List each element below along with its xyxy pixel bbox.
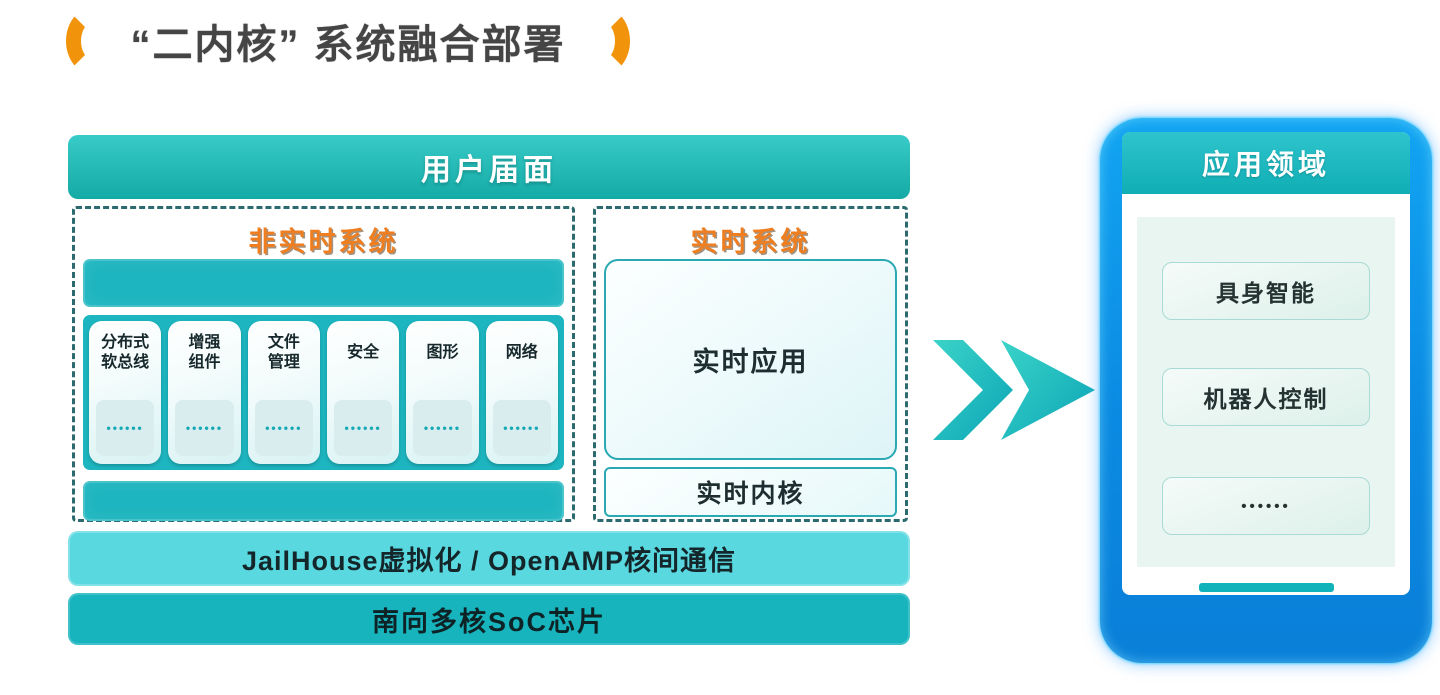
card-label: 增强组件: [188, 334, 221, 371]
title-bracket-left-icon: [66, 8, 118, 74]
application-domain-phone: 应用领域 具身智能 机器人控制 ••••••: [1100, 118, 1432, 663]
phone-screen: 应用领域 具身智能 机器人控制 ••••••: [1122, 132, 1410, 595]
component-card-enhanced: 增强组件 ••••••: [168, 321, 241, 464]
component-card-softbus: 分布式软总线 ••••••: [89, 321, 162, 464]
non-realtime-system-box: 非实时系统 分布式软总线 •••••• 增强组件 •••••• 文件管理 •••…: [72, 206, 575, 522]
ellipsis-dots: ••••••: [106, 421, 144, 435]
non-realtime-title: 非实时系统: [248, 227, 399, 257]
card-ellipsis-box: ••••••: [492, 400, 551, 456]
component-card-panel: 分布式软总线 •••••• 增强组件 •••••• 文件管理 •••••• 安全…: [83, 315, 564, 470]
card-ellipsis-box: ••••••: [333, 400, 393, 456]
phone-home-bar: [1199, 583, 1334, 592]
realtime-kernel-box: 实时内核: [604, 467, 897, 517]
user-layer-header: 用户届面: [68, 135, 910, 199]
soc-chip-bar: 南向多核SoC芯片: [68, 593, 910, 645]
card-label: 图形: [426, 344, 459, 362]
realtime-system-box: 实时系统 实时应用 实时内核: [593, 206, 908, 522]
application-domain-header: 应用领域: [1122, 132, 1410, 194]
card-ellipsis-box: ••••••: [175, 400, 234, 456]
card-ellipsis-box: ••••••: [96, 400, 155, 456]
title-bracket-right-icon: [578, 8, 630, 74]
component-card-filemgmt: 文件管理 ••••••: [247, 321, 320, 464]
ellipsis-dots: ••••••: [423, 421, 462, 435]
component-card-graphics: 图形 ••••••: [406, 321, 479, 464]
card-label: 安全: [347, 344, 380, 362]
page-title: “二内核” 系统融合部署: [130, 23, 566, 67]
double-chevron-right-icon: [933, 340, 1095, 440]
ellipsis-dots: ••••••: [344, 421, 382, 435]
card-ellipsis-box: ••••••: [254, 400, 313, 456]
non-realtime-bottom-bar: [83, 481, 564, 521]
realtime-app-box: 实时应用: [604, 259, 897, 460]
ellipsis-dots: ••••••: [265, 421, 303, 435]
component-card-security: 安全 ••••••: [326, 321, 400, 464]
app-item-robot-control: 机器人控制: [1162, 368, 1370, 426]
card-ellipsis-box: ••••••: [413, 400, 472, 456]
middleware-bar: JailHouse虚拟化 / OpenAMP核间通信: [68, 531, 910, 586]
application-domain-panel: 具身智能 机器人控制 ••••••: [1137, 217, 1395, 567]
card-label: 文件管理: [267, 334, 300, 371]
component-card-network: 网络 ••••••: [485, 321, 558, 464]
app-item-embodied-ai: 具身智能: [1162, 262, 1370, 320]
realtime-title: 实时系统: [690, 227, 811, 257]
card-label: 网络: [505, 344, 538, 362]
card-label: 分布式软总线: [101, 334, 150, 371]
app-item-ellipsis: ••••••: [1162, 477, 1370, 535]
non-realtime-top-bar: [83, 259, 564, 307]
ellipsis-dots: ••••••: [503, 421, 541, 435]
ellipsis-dots: ••••••: [185, 421, 224, 435]
